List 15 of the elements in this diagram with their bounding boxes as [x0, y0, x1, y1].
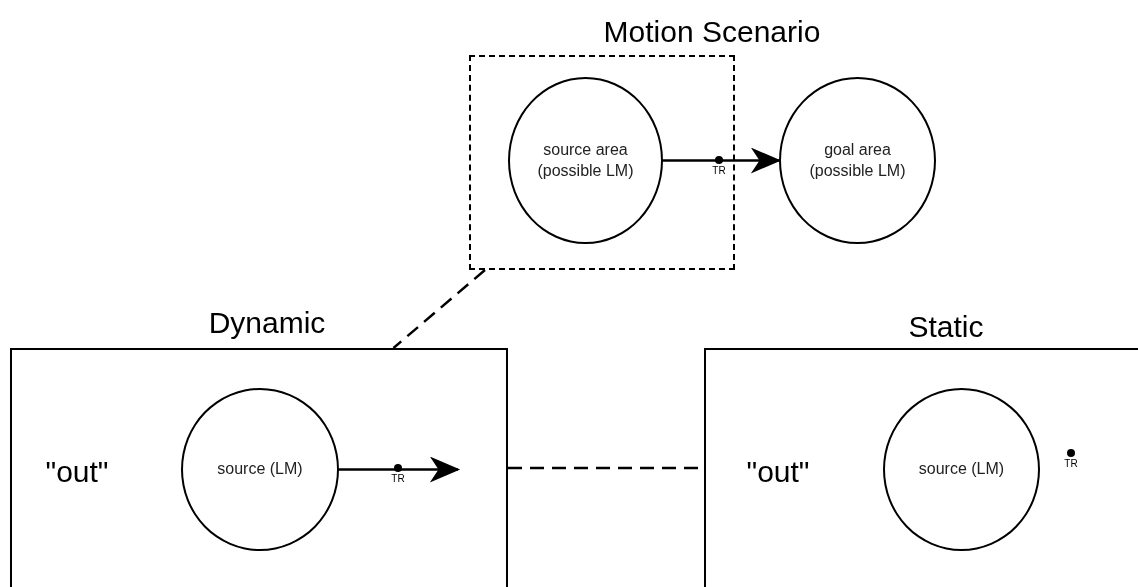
- node-label: goal area (possible LM): [808, 139, 907, 181]
- arrow: [339, 456, 461, 483]
- frame-heading: Static: [908, 310, 984, 344]
- quoted-word: "out": [45, 455, 109, 489]
- node-label: source area (possible LM): [536, 139, 635, 181]
- quoted-word: "out": [746, 455, 810, 489]
- node-label: source (LM): [217, 459, 303, 480]
- arrow: [663, 147, 782, 174]
- trajector-label: TR: [712, 165, 726, 176]
- trajector-label: TR: [391, 473, 405, 484]
- node-label: source (LM): [918, 459, 1005, 480]
- frame-heading: Dynamic: [208, 306, 326, 340]
- trajector-label: TR: [1064, 458, 1078, 469]
- dashed-connector: [392, 269, 486, 349]
- frame-heading: Motion Scenario: [603, 15, 821, 49]
